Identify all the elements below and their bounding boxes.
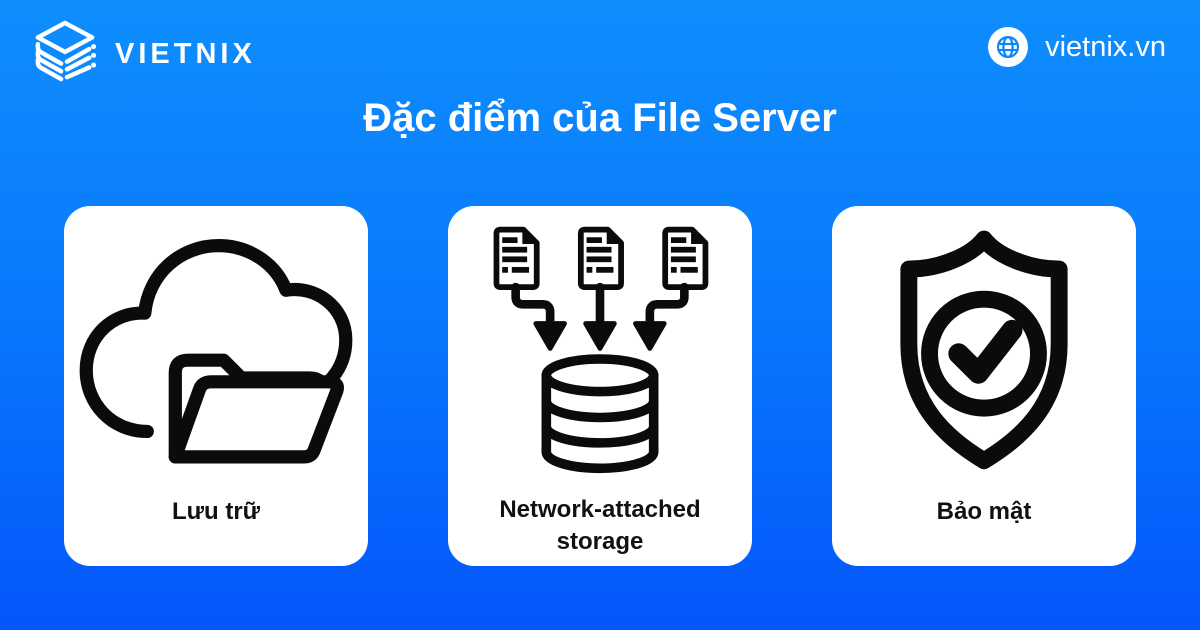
website-link[interactable]: vietnix.vn [988,27,1166,67]
brand-name: VIETNIX [115,37,256,70]
header: VIETNIX vietnix.vn [0,0,1200,92]
card-label-nas: Network-attached storage [499,496,701,555]
cloud-folder-icon [74,224,359,476]
feature-cards: Lưu trữ [64,206,1136,566]
globe-icon [988,27,1029,67]
website-url: vietnix.vn [1045,30,1166,63]
vietnix-stack-logo-icon [30,20,100,82]
documents-to-database-icon [475,220,725,475]
card-bao-mat: Bảo mật [832,206,1136,566]
card-luu-tru: Lưu trữ [64,206,368,566]
page-title: Đặc điểm của File Server [363,96,837,140]
card-label-luu-tru: Lưu trữ [171,498,261,525]
card-nas: Network-attached storage [448,206,752,566]
shield-check-icon [884,224,1084,472]
brand-logo: VIETNIX [30,20,256,82]
card-label-bao-mat: Bảo mật [936,498,1032,525]
